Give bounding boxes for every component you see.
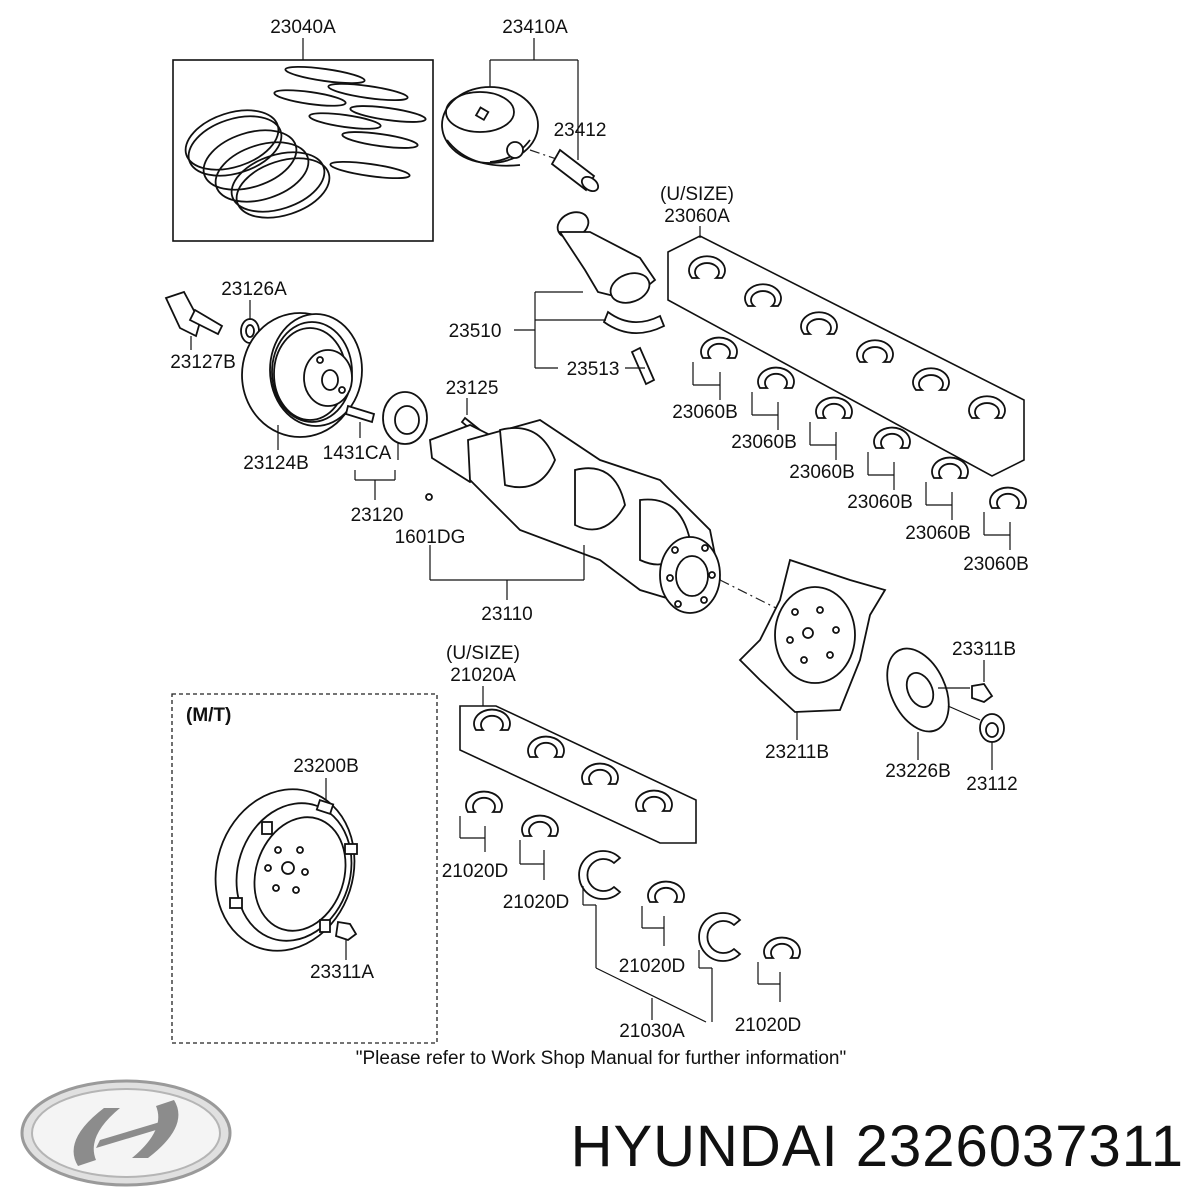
label-21020D-4: 21020D xyxy=(735,1015,802,1036)
bearing-shells-upper xyxy=(688,255,1006,419)
label-23060B-1: 23060B xyxy=(672,402,738,423)
drive-plate-group: 23211B xyxy=(738,558,887,763)
adapter-plate-group: 23311B 23226B 23112 xyxy=(885,639,1017,795)
mt-box-title: (M/T) xyxy=(186,705,231,726)
label-23060B-3: 23060B xyxy=(789,462,855,483)
hyundai-logo xyxy=(20,1079,232,1187)
damper-pulley-group: 23126A 23127B 23124B xyxy=(164,279,363,474)
workshop-manual-note: "Please refer to Work Shop Manual for fu… xyxy=(356,1048,846,1069)
label-23060B-5: 23060B xyxy=(905,523,971,544)
bearing-21020D-1: 21020D xyxy=(442,790,509,882)
label-23124B: 23124B xyxy=(243,453,309,474)
label-21020D-1: 21020D xyxy=(442,861,509,882)
label-23060B-6: 23060B xyxy=(963,554,1029,575)
piston-ring-set-group: 23040A xyxy=(172,17,434,242)
bearing-23060B-3: 23060B xyxy=(789,396,855,483)
label-usize-upper: (U/SIZE) xyxy=(660,184,734,205)
label-23060B-4: 23060B xyxy=(847,492,913,513)
main-bearing-21020D-group: 21020D 21020D 21020D 21020D 21030A xyxy=(442,790,802,1042)
label-23226B: 23226B xyxy=(885,761,951,782)
product-title: HYUNDAI 2326037311 xyxy=(571,1114,1184,1179)
label-23211B: 23211B xyxy=(765,742,829,763)
label-23510: 23510 xyxy=(449,321,502,342)
label-21020A: 21020A xyxy=(450,665,516,686)
bearing-23060B-4: 23060B xyxy=(847,426,913,513)
bearing-23060B-2: 23060B xyxy=(731,366,797,453)
label-23311A: 23311A xyxy=(310,962,374,983)
label-23040A: 23040A xyxy=(270,17,336,38)
bearing-23060B-1: 23060B xyxy=(672,336,738,423)
label-1431CA: 1431CA xyxy=(323,443,392,464)
label-23410A: 23410A xyxy=(502,17,568,38)
bearing-shells-main xyxy=(473,708,673,812)
label-1601DG: 1601DG xyxy=(395,527,466,548)
label-23120: 23120 xyxy=(351,505,404,526)
label-21030A: 21030A xyxy=(619,1021,685,1042)
sprocket-group: 1431CA 23125 23120 xyxy=(323,378,499,526)
bearing-strip-23060A: (U/SIZE) 23060A xyxy=(660,184,1025,477)
label-23110: 23110 xyxy=(481,604,532,625)
label-23127B: 23127B xyxy=(170,352,236,373)
label-23060A: 23060A xyxy=(664,206,730,227)
bearing-21020D-3: 21020D xyxy=(619,880,686,977)
label-23513: 23513 xyxy=(567,359,620,380)
mt-flywheel-box: (M/T) 23200B 23311A xyxy=(171,693,438,1044)
label-21020D-2: 21020D xyxy=(503,892,570,913)
label-23060B-2: 23060B xyxy=(731,432,797,453)
bearing-strip-21020A: (U/SIZE) 21020A xyxy=(446,643,697,844)
label-21020D-3: 21020D xyxy=(619,956,686,977)
label-23125: 23125 xyxy=(446,378,499,399)
label-23126A: 23126A xyxy=(221,279,287,300)
label-23311B: 23311B xyxy=(952,639,1016,660)
piston-group: 23410A 23412 xyxy=(441,17,607,193)
bearing-21020D-4: 21020D xyxy=(735,936,802,1036)
label-23200B: 23200B xyxy=(293,756,359,777)
piston-ring-drawings xyxy=(184,65,427,219)
bearing-21020D-2: 21020D xyxy=(503,814,570,913)
crankshaft-group: 1601DG 23110 xyxy=(395,419,781,625)
label-23412: 23412 xyxy=(554,120,607,141)
label-23112: 23112 xyxy=(966,774,1017,795)
bearing-23060B-6: 23060B xyxy=(963,486,1029,575)
connecting-rod-group: 23510 23513 xyxy=(449,211,666,386)
bearing-lower-23060B-group: 23060B 23060B 23060B 23060B 23060B 23060… xyxy=(672,336,1029,575)
bearing-23060B-5: 23060B xyxy=(905,456,971,544)
thrust-washers: 21030A xyxy=(578,850,742,1042)
label-usize-main: (U/SIZE) xyxy=(446,643,520,664)
